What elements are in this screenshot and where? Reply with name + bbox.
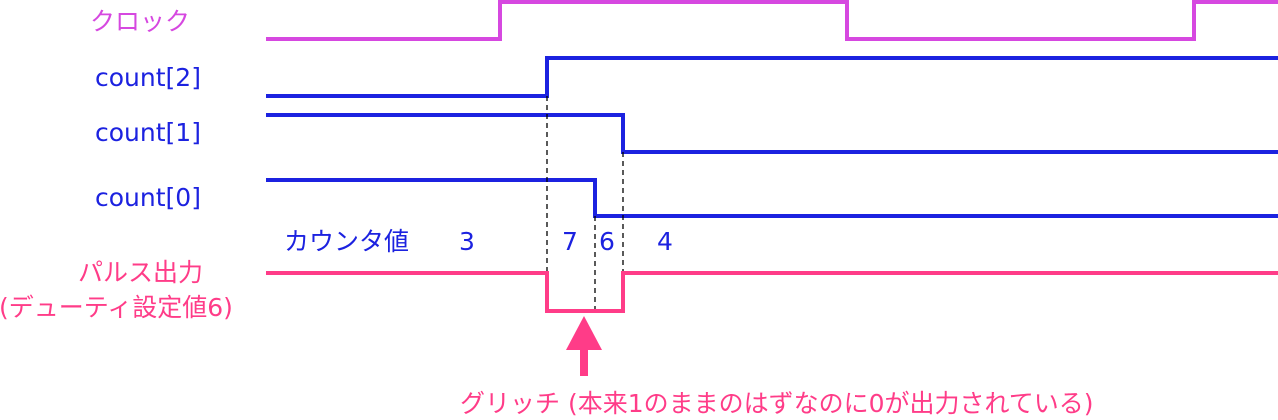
- pulse-waveform: [266, 271, 1278, 313]
- pulse-sublabel: (デューティ設定値6): [0, 293, 233, 322]
- pulse-label: パルス出力: [78, 258, 203, 287]
- counter-value-7: 7: [562, 227, 578, 256]
- counter-value-6: 6: [599, 227, 615, 256]
- up-arrow-icon: [566, 316, 602, 376]
- count2-waveform: [266, 56, 1278, 98]
- count1-waveform: [266, 113, 1278, 154]
- counter-value-4: 4: [657, 227, 673, 256]
- glitch-annotation: グリッチ (本来1のままのはずなのに0が出力されている): [460, 389, 1094, 418]
- counter-value-3: 3: [459, 227, 475, 256]
- count2-label: count[2]: [95, 63, 201, 92]
- count0-label: count[0]: [95, 183, 201, 212]
- count0-waveform: [266, 178, 1278, 218]
- clock-waveform: [266, 0, 1278, 41]
- counter-label: カウンタ値: [284, 227, 409, 256]
- clock-label: クロック: [90, 7, 190, 36]
- count1-label: count[1]: [95, 118, 201, 147]
